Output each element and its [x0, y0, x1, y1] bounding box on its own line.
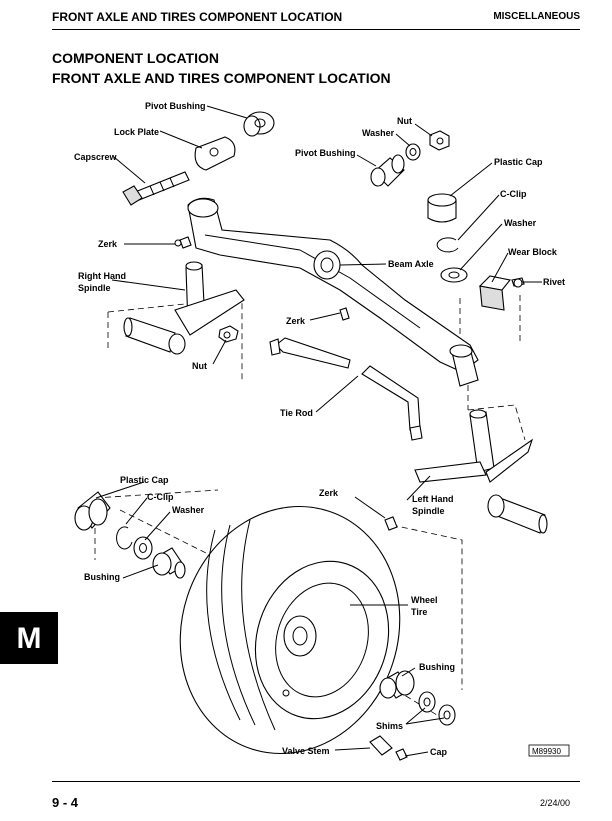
c-clip-left-part: [116, 526, 133, 550]
wheel-tire-part: [179, 505, 401, 755]
label-wear-block: Wear Block: [508, 247, 558, 257]
label-zerk-center: Zerk: [286, 316, 306, 326]
valve-stem-part: [369, 735, 393, 756]
leader-line: [406, 475, 431, 501]
leader-line: [404, 751, 429, 757]
right-hand-spindle-part: [123, 261, 245, 355]
c-clip-right-part: [436, 237, 459, 253]
header-section: MISCELLANEOUS: [493, 11, 580, 22]
tie-rod-part: [269, 337, 423, 441]
figure-id-box: [528, 744, 570, 757]
nut-spindle-part: [218, 325, 239, 343]
label-c-clip-right: C-Clip: [500, 189, 527, 199]
label-shims: Shims: [376, 721, 403, 731]
capscrew-part: [122, 171, 190, 206]
label-zerk-wheel: Zerk: [319, 488, 339, 498]
label-spindle-right: Spindle: [78, 283, 111, 293]
leader-line: [309, 312, 341, 321]
leader-line: [405, 707, 445, 725]
leader-line: [414, 123, 433, 137]
label-zerk-left: Zerk: [98, 239, 118, 249]
leader-line: [122, 564, 159, 579]
label-wheel: Wheel: [411, 595, 438, 605]
label-tire: Tire: [411, 607, 427, 617]
label-washer-left: Washer: [172, 505, 205, 515]
label-capscrew: Capscrew: [74, 152, 118, 162]
label-plastic-cap-left: Plastic Cap: [120, 475, 169, 485]
leader-line: [334, 747, 371, 751]
label-rivet: Rivet: [543, 277, 565, 287]
header-divider: [52, 29, 580, 30]
page-title: COMPONENT LOCATION: [52, 50, 219, 66]
bushing-right-part: [379, 670, 415, 699]
nut-top-part: [429, 130, 450, 151]
shims-part: [418, 691, 456, 726]
label-lock-plate: Lock Plate: [114, 127, 159, 137]
leader-line: [459, 223, 503, 271]
label-spindle-left: Spindle: [412, 506, 445, 516]
leader-line: [125, 497, 148, 525]
label-cap: Cap: [430, 747, 448, 757]
bushing-left-part: [152, 547, 186, 579]
leader-line: [401, 667, 416, 677]
footer-divider: [52, 781, 580, 782]
plastic-cap-right-part: [427, 193, 457, 223]
leader-line: [491, 252, 509, 283]
washer-top-part: [405, 143, 421, 161]
plastic-cap-left-part: [74, 491, 111, 531]
label-c-clip-left: C-Clip: [147, 492, 174, 502]
pivot-bushing-right-part: [370, 154, 405, 187]
rivet-part: [511, 277, 525, 288]
label-nut-top: Nut: [397, 116, 412, 126]
beam-axle-part: [187, 197, 479, 387]
header-title: FRONT AXLE AND TIRES COMPONENT LOCATION: [52, 10, 343, 24]
pivot-bushing-left-part: [243, 111, 275, 137]
cap-part: [395, 748, 408, 761]
section-tab: M: [0, 612, 58, 664]
washer-left-part: [133, 536, 153, 560]
label-valve-stem: Valve Stem: [282, 746, 330, 756]
leader-line: [206, 105, 248, 119]
leader-line: [315, 375, 359, 413]
label-plastic-cap-right: Plastic Cap: [494, 157, 543, 167]
label-bushing-left: Bushing: [84, 572, 120, 582]
leader-line: [212, 339, 227, 365]
page-number: 9 - 4: [52, 795, 79, 810]
leader-line: [95, 481, 145, 499]
label-bushing-right: Bushing: [419, 662, 455, 672]
leader-line: [113, 156, 146, 184]
lock-plate-part: [194, 136, 236, 171]
leader-line: [144, 511, 171, 541]
leader-line: [395, 133, 411, 147]
label-nut-spindle: Nut: [192, 361, 207, 371]
leader-line: [354, 496, 386, 519]
zerk-center-part: [339, 307, 350, 321]
leader-line: [339, 263, 387, 266]
leader-line: [356, 154, 377, 167]
page-subtitle: FRONT AXLE AND TIRES COMPONENT LOCATION: [52, 70, 391, 86]
figure-id: M89930: [532, 747, 561, 756]
left-hand-spindle-part: [414, 409, 548, 534]
zerk-wheel-part: [384, 516, 398, 531]
label-pivot-bushing-right: Pivot Bushing: [295, 148, 356, 158]
label-washer-top: Washer: [362, 128, 395, 138]
leader-line: [457, 194, 500, 241]
label-washer-right: Washer: [504, 218, 537, 228]
assembly-line: [467, 385, 526, 441]
leader-line: [159, 130, 203, 149]
revision-date: 2/24/00: [539, 798, 570, 808]
leader-line: [111, 279, 186, 291]
wear-block-part: [478, 275, 511, 311]
assembly-line: [391, 524, 463, 690]
zerk-left-part: [174, 236, 192, 249]
label-right-hand: Right Hand: [78, 271, 126, 281]
label-left-hand: Left Hand: [412, 494, 454, 504]
washer-right-part: [440, 267, 468, 283]
label-tie-rod: Tie Rod: [280, 408, 313, 418]
label-pivot-bushing-left: Pivot Bushing: [145, 101, 206, 111]
leader-line: [449, 162, 493, 197]
label-beam-axle: Beam Axle: [388, 259, 434, 269]
